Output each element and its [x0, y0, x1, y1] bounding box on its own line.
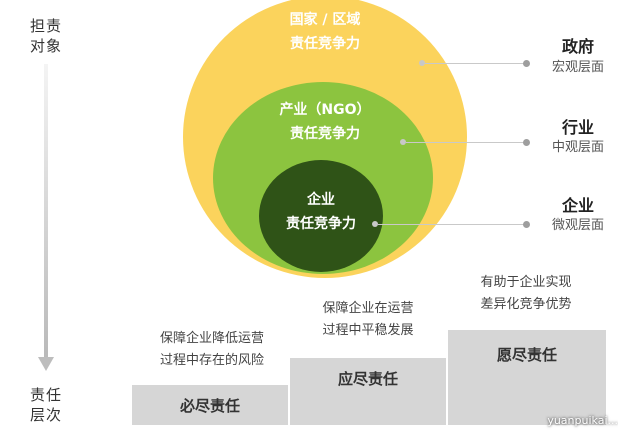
outer-circle-label: 国家 / 区域 责任竞争力	[250, 8, 400, 56]
middle-circle-line1: 产业（NGO）	[279, 102, 371, 118]
step-2-desc-line1: 保障企业在运营	[322, 301, 414, 316]
step-1-label: 必尽责任	[179, 397, 240, 415]
step-3-desc-line1: 有助于企业实现	[480, 275, 572, 290]
middle-circle-label: 产业（NGO） 责任竞争力	[250, 98, 400, 146]
axis-top-line2: 对象	[29, 37, 62, 55]
leader-line-government	[425, 63, 525, 64]
step-1-block: 必尽责任	[132, 385, 288, 425]
axis-bottom-line2: 层次	[29, 406, 62, 424]
axis-line	[44, 64, 48, 359]
outer-circle-line2: 责任竞争力	[290, 36, 360, 52]
inner-circle	[259, 160, 383, 272]
label-industry-title: 行业	[561, 118, 594, 137]
label-government-title: 政府	[561, 37, 594, 56]
leader-dot-industry	[523, 139, 530, 146]
leader-dot-start-government	[419, 60, 425, 66]
inner-circle-line2: 责任竞争力	[286, 216, 356, 232]
leader-dot-start-enterprise	[372, 221, 378, 227]
leader-line-industry	[406, 142, 525, 143]
axis-bottom-label: 责任 层次	[22, 385, 70, 425]
label-government-sub: 宏观层面	[551, 60, 604, 75]
step-3-desc-line2: 差异化竞争优势	[480, 297, 572, 312]
inner-circle-line1: 企业	[307, 192, 335, 208]
step-1-desc-line2: 过程中存在的风险	[159, 353, 264, 368]
leader-line-enterprise	[378, 224, 525, 225]
inner-circle-label: 企业 责任竞争力	[259, 188, 383, 236]
step-1-desc-line1: 保障企业降低运营	[159, 331, 264, 346]
step-2-description: 保障企业在运营 过程中平稳发展	[292, 298, 444, 342]
step-3-description: 有助于企业实现 差异化竞争优势	[450, 272, 602, 316]
axis-top-line1: 担责	[29, 17, 62, 35]
axis-arrow-down-icon	[38, 357, 54, 371]
axis-top-label: 担责 对象	[22, 16, 70, 56]
watermark: yuanpuikai...	[547, 414, 618, 427]
step-2-label: 应尽责任	[337, 370, 398, 388]
step-3-block: 愿尽责任	[448, 330, 606, 425]
label-enterprise-sub: 微观层面	[551, 218, 604, 233]
label-enterprise-title: 企业	[561, 196, 594, 215]
label-industry-sub: 中观层面	[551, 140, 604, 155]
step-1-description: 保障企业降低运营 过程中存在的风险	[138, 328, 286, 372]
middle-circle-line2: 责任竞争力	[290, 126, 360, 142]
leader-dot-start-industry	[400, 139, 406, 145]
step-2-desc-line2: 过程中平稳发展	[322, 323, 414, 338]
leader-dot-government	[523, 60, 530, 67]
axis-bottom-line1: 责任	[29, 386, 62, 404]
step-3-label: 愿尽责任	[496, 346, 557, 364]
outer-circle-line1: 国家 / 区域	[289, 12, 361, 28]
leader-dot-enterprise	[523, 221, 530, 228]
step-2-block: 应尽责任	[290, 358, 446, 425]
